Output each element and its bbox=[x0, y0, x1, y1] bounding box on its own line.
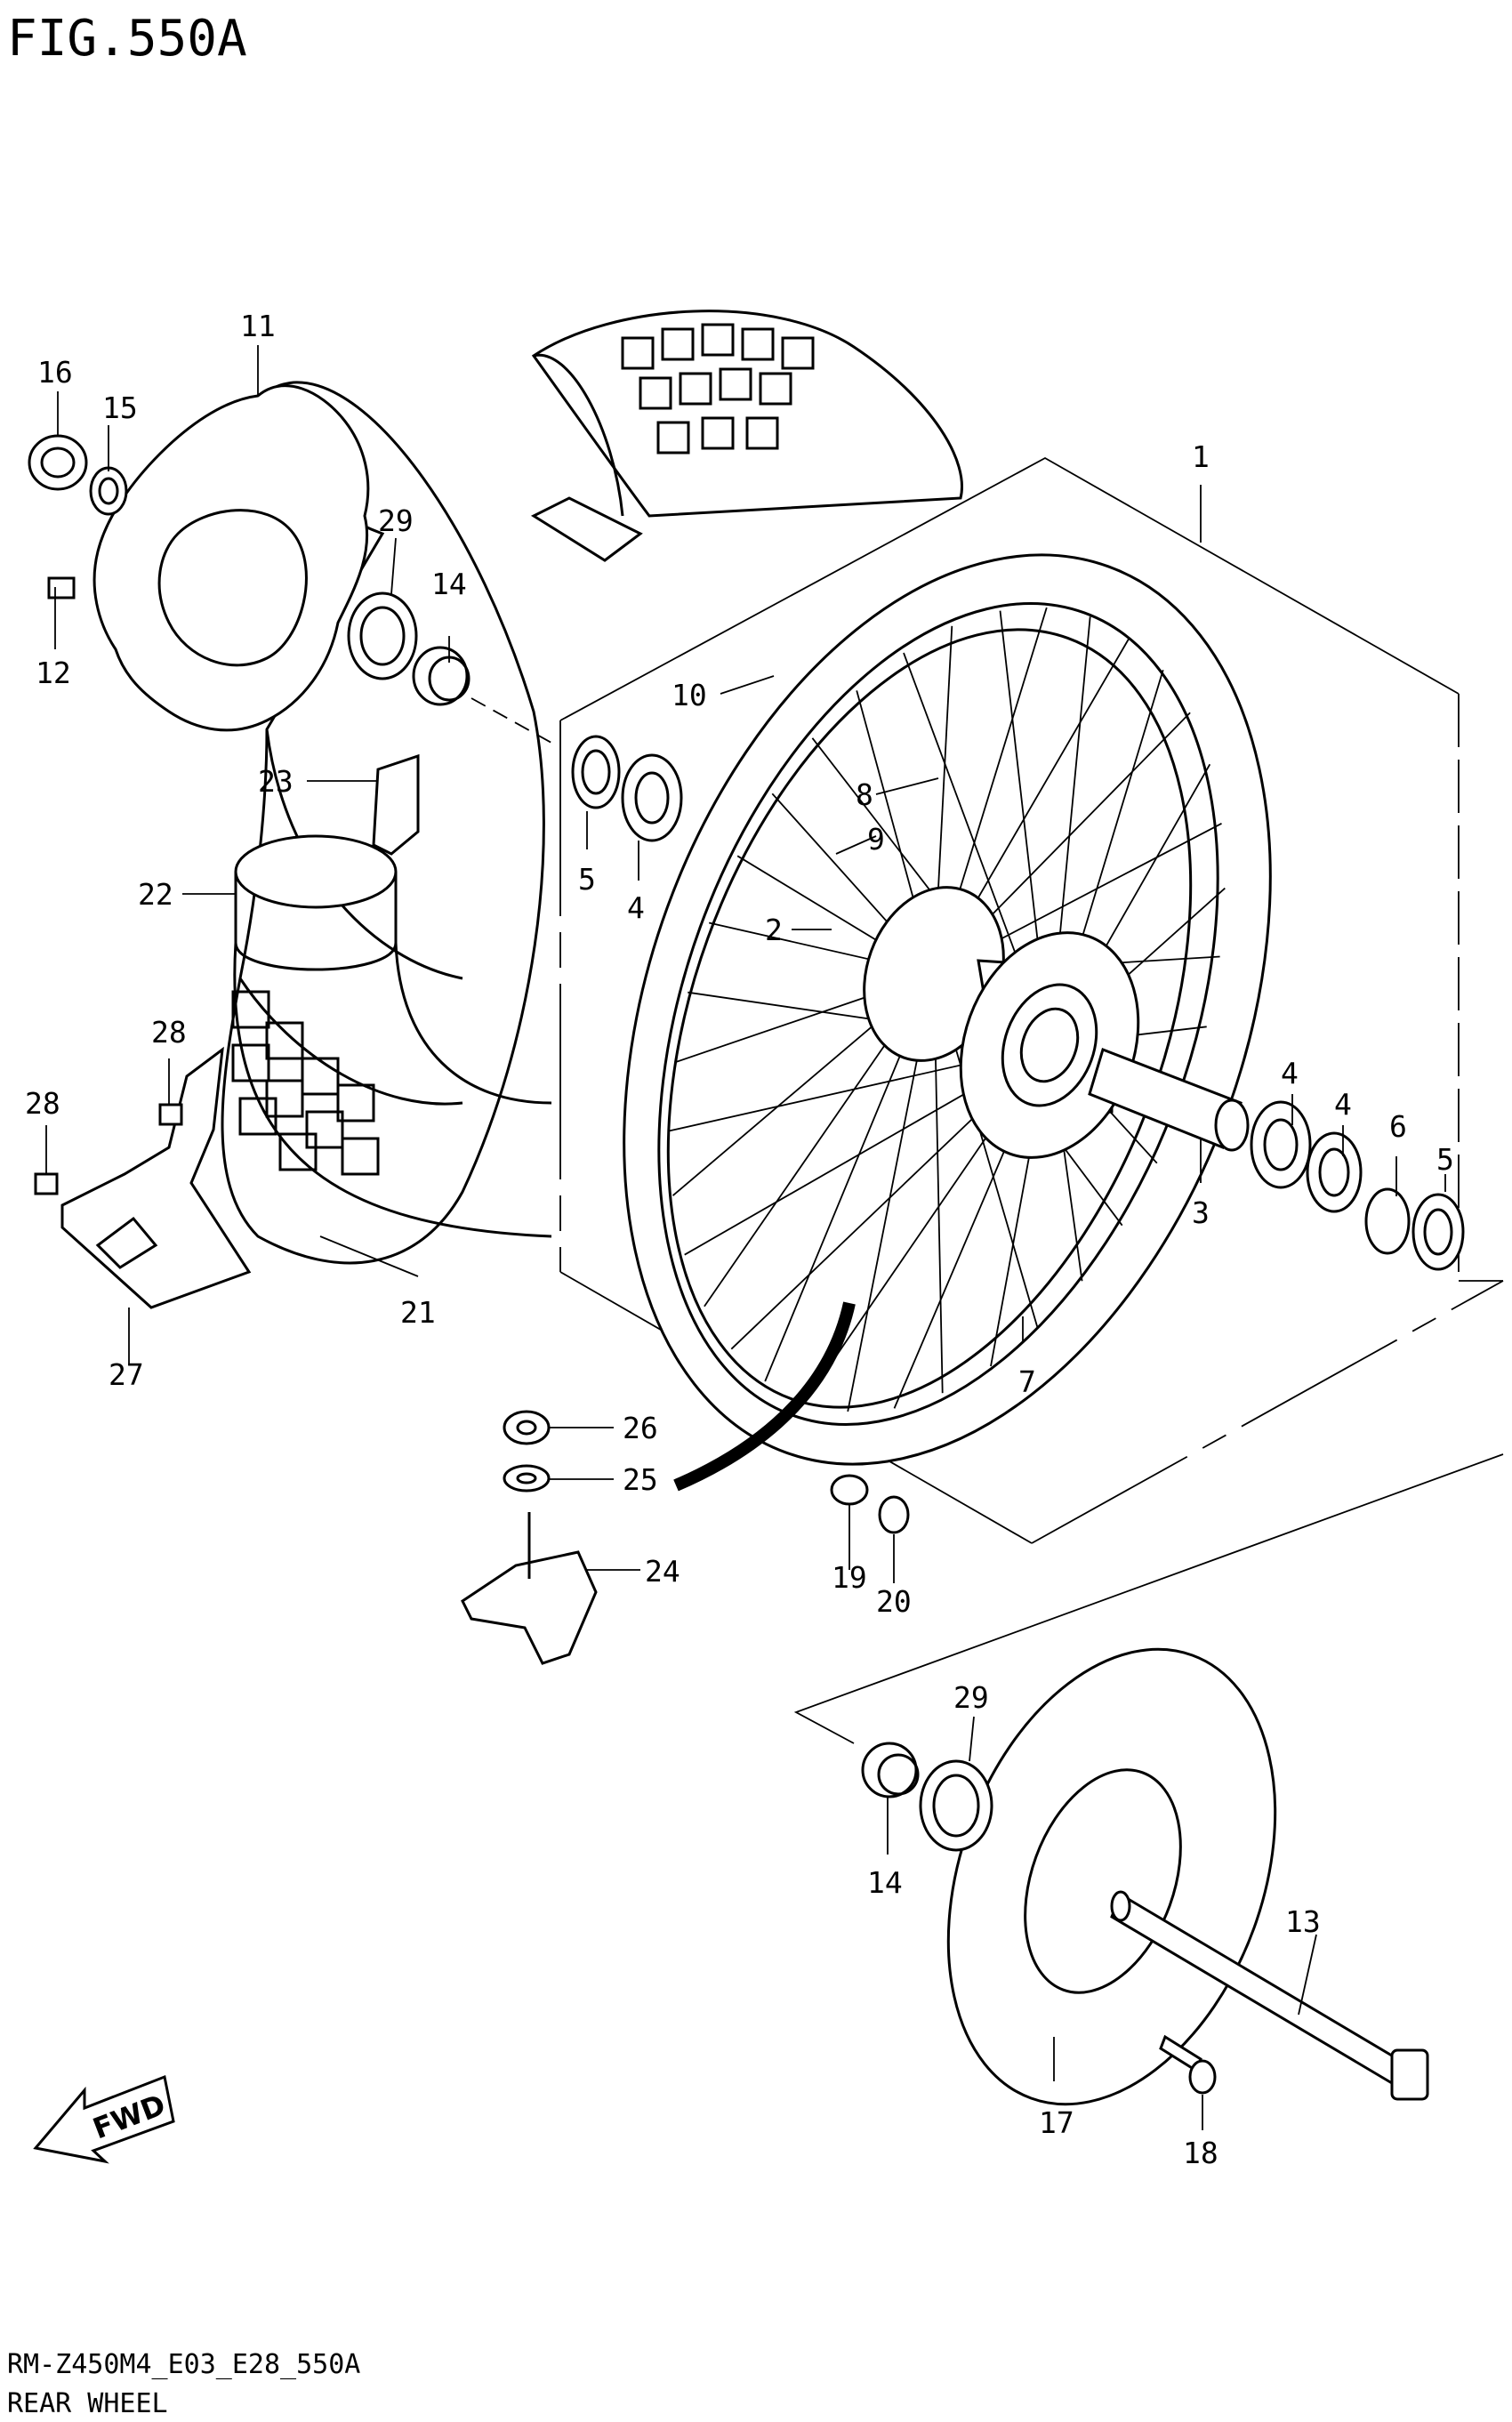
callout-20: 20 bbox=[876, 1584, 912, 1619]
callout-labels: 1 2 3 4 4 4 5 5 6 7 8 9 10 11 12 13 14 1… bbox=[25, 309, 1454, 2170]
rim-band-strip bbox=[673, 1301, 856, 1492]
callout-13: 13 bbox=[1285, 1904, 1321, 1939]
callout-5b: 5 bbox=[1436, 1142, 1454, 1177]
bolt-28-b bbox=[158, 1103, 183, 1126]
washer-20 bbox=[878, 1495, 910, 1534]
callout-4a: 4 bbox=[627, 890, 645, 925]
tread-top-blocks bbox=[621, 323, 815, 455]
callout-25: 25 bbox=[623, 1462, 658, 1497]
collar-14-left bbox=[412, 646, 470, 706]
callout-12: 12 bbox=[36, 656, 71, 690]
seal-left-5 bbox=[571, 735, 621, 809]
callout-2: 2 bbox=[765, 913, 783, 947]
callout-22: 22 bbox=[138, 877, 173, 912]
callout-28b: 28 bbox=[151, 1015, 187, 1050]
circlip-6 bbox=[1364, 1187, 1411, 1255]
bearing-right-4a bbox=[1250, 1100, 1312, 1189]
bolt-28-a bbox=[34, 1172, 59, 1195]
spacer-29-right bbox=[919, 1759, 993, 1852]
washer-15 bbox=[89, 466, 128, 516]
callout-1: 1 bbox=[1192, 439, 1210, 474]
bearing-right-4b bbox=[1306, 1131, 1363, 1213]
disc-nut-16 bbox=[28, 434, 88, 491]
callout-9: 9 bbox=[867, 822, 885, 857]
callout-10: 10 bbox=[672, 678, 707, 712]
nut-19 bbox=[830, 1474, 869, 1506]
callout-11: 11 bbox=[240, 309, 276, 343]
callout-4c: 4 bbox=[1334, 1087, 1352, 1122]
disc-guard bbox=[60, 1046, 252, 1309]
callout-5a: 5 bbox=[578, 862, 596, 897]
rim-band-tab bbox=[372, 753, 420, 856]
inner-tube bbox=[233, 834, 552, 1238]
axle-sleeve bbox=[1088, 1048, 1250, 1152]
tire-cutaway bbox=[530, 310, 963, 562]
callout-14a: 14 bbox=[431, 567, 467, 601]
spacer-29-left bbox=[347, 591, 418, 680]
callout-27: 27 bbox=[109, 1357, 144, 1392]
nut-26 bbox=[503, 1410, 551, 1445]
callout-16: 16 bbox=[37, 355, 73, 390]
callout-23: 23 bbox=[258, 764, 294, 799]
sprocket-bolt-18 bbox=[1159, 2034, 1217, 2095]
callout-29a: 29 bbox=[378, 503, 414, 538]
callout-7: 7 bbox=[1018, 1364, 1036, 1399]
callout-24: 24 bbox=[645, 1554, 680, 1589]
callout-28a: 28 bbox=[25, 1086, 60, 1121]
section-title: REAR WHEEL bbox=[7, 2388, 168, 2419]
callout-26: 26 bbox=[623, 1411, 658, 1445]
figure-title: FIG.550A bbox=[7, 10, 247, 68]
callout-8: 8 bbox=[856, 777, 873, 812]
callout-29b: 29 bbox=[953, 1680, 989, 1715]
callout-14b: 14 bbox=[867, 1865, 903, 1900]
hub bbox=[863, 886, 1140, 1159]
seal-right-5 bbox=[1411, 1193, 1465, 1271]
callout-4b: 4 bbox=[1281, 1056, 1299, 1090]
model-code: RM-Z450M4_E03_E28_550A bbox=[7, 2349, 360, 2380]
callout-15: 15 bbox=[102, 390, 138, 425]
callout-6: 6 bbox=[1389, 1109, 1407, 1144]
washer-25 bbox=[503, 1464, 551, 1493]
rear-axle bbox=[1110, 1890, 1429, 2101]
bolt-12 bbox=[47, 576, 76, 599]
callout-19: 19 bbox=[832, 1560, 867, 1595]
bearing-left-4 bbox=[621, 753, 683, 842]
callout-18: 18 bbox=[1183, 2136, 1218, 2170]
callout-17: 17 bbox=[1039, 2105, 1074, 2140]
callout-3: 3 bbox=[1192, 1195, 1210, 1230]
callout-21: 21 bbox=[400, 1295, 436, 1330]
collar-14-right bbox=[861, 1742, 920, 1798]
sprocket-box bbox=[793, 1453, 1504, 1744]
fwd-arrow-icon: FWD bbox=[33, 2074, 175, 2164]
leader-lines bbox=[45, 345, 1446, 2130]
rim-lock-24 bbox=[461, 1512, 598, 1665]
